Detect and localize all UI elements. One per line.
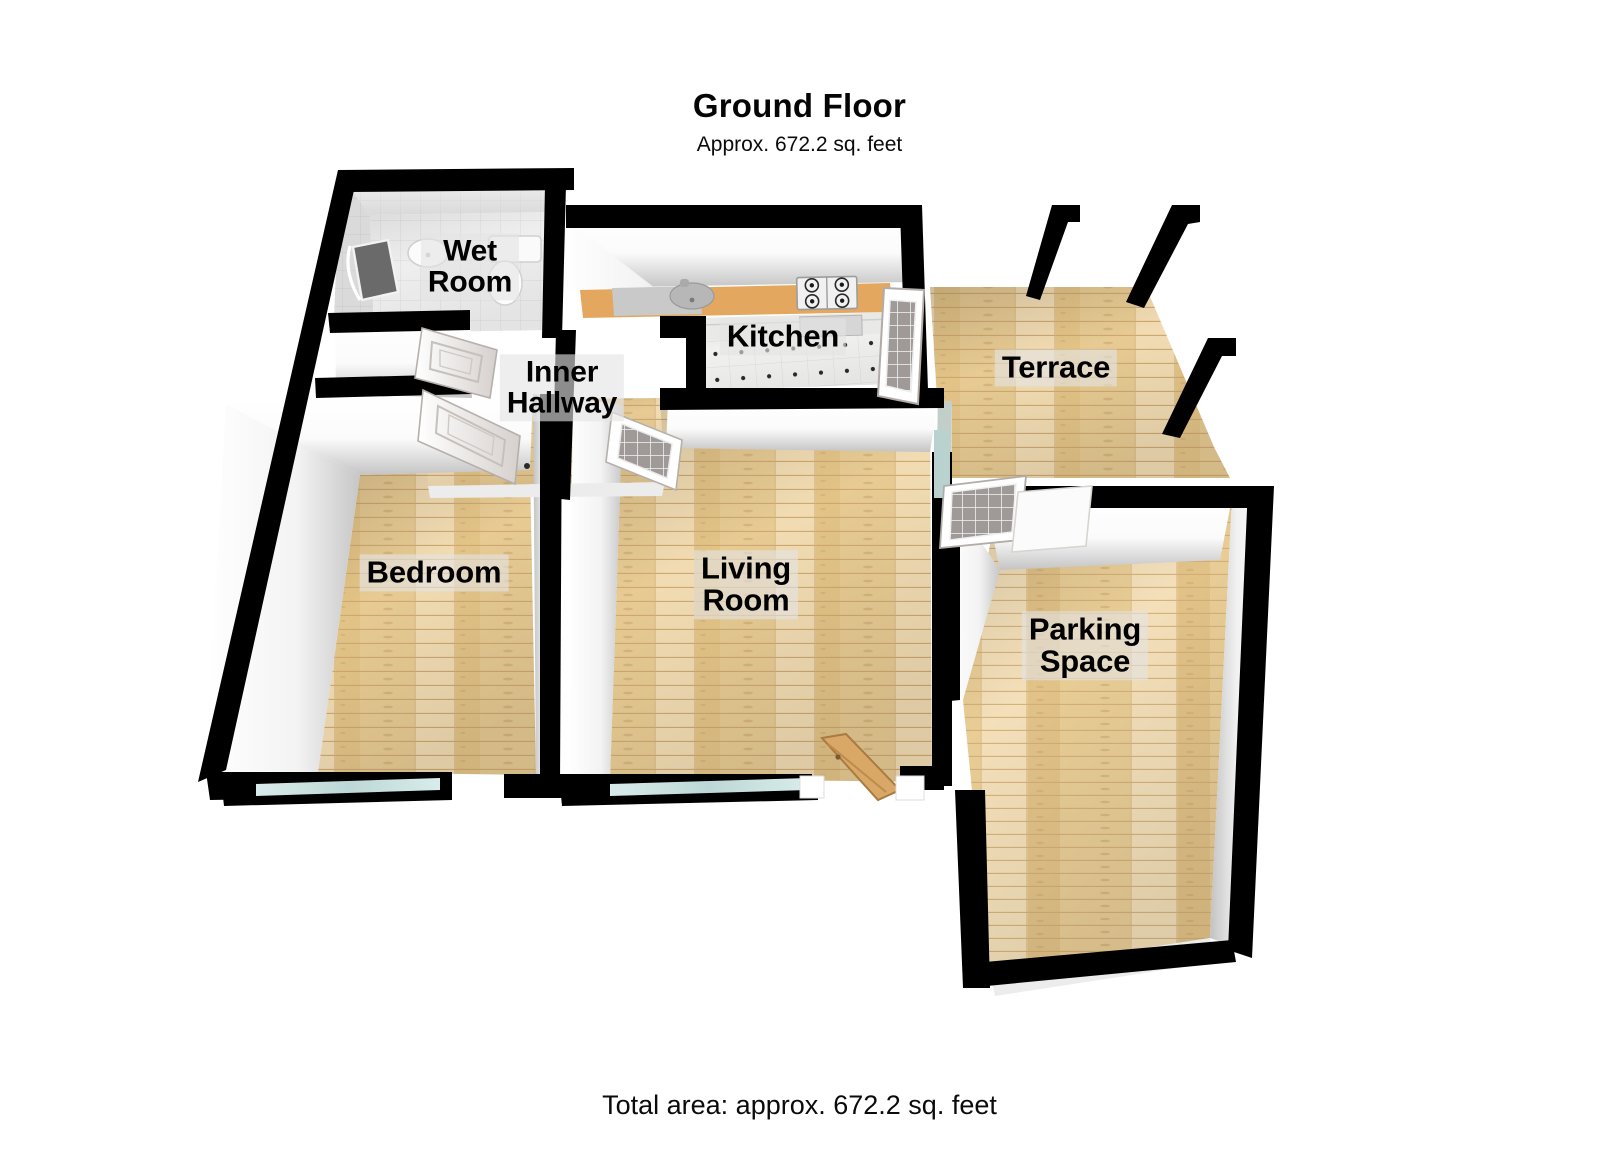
terrace-wall-post-3 (1162, 338, 1236, 438)
kitchen-tap (680, 279, 689, 287)
store-room-door[interactable] (417, 388, 530, 486)
kitchen-wall-top (560, 210, 920, 288)
windows-layer (256, 430, 950, 796)
floors-layer (318, 212, 1232, 972)
exterior-wall-top-left (338, 168, 574, 192)
parking-wall-left (948, 500, 1000, 700)
shower-rail (346, 245, 362, 301)
parking-wall-right-black (1228, 486, 1274, 958)
entrance-door-frame-right (895, 775, 925, 801)
entrance-door-frame-left (799, 775, 825, 799)
terrace-wall-post-2 (1126, 205, 1200, 308)
wet-room-door[interactable] (414, 326, 498, 400)
room-label-parking-space: Parking Space (1021, 611, 1149, 681)
room-label-kitchen: Kitchen (719, 318, 847, 356)
room-label-living-room: Living Room (693, 550, 799, 620)
interior-wall-wet-corridor (542, 185, 566, 338)
parking-wall-bottom-black (955, 790, 990, 988)
kitchen-sink (669, 282, 715, 310)
living-room-terrace-window (934, 430, 950, 498)
parking-wall-bottom-black-2 (963, 940, 1236, 988)
total-area-text: Total area: approx. 672.2 sq. feet (602, 1090, 997, 1120)
living-room-glazed-door[interactable] (605, 410, 683, 492)
bedroom-floor (318, 470, 536, 775)
kitchen-french-door[interactable] (876, 286, 926, 406)
exterior-wall-top-kitchen (566, 205, 922, 228)
interior-wall-wetroom-hall (328, 310, 470, 333)
room-label-terrace: Terrace (994, 349, 1118, 387)
exterior-wall-left (198, 170, 358, 782)
room-label-wet-room: Wet Room (420, 233, 520, 301)
shower-screen (351, 238, 400, 302)
kitchen-sink-drain (689, 297, 695, 303)
parking-glazed-door[interactable] (939, 474, 1028, 550)
bedroom-window (256, 778, 440, 796)
interior-wall-kitchen-left (686, 318, 706, 400)
interior-wall-bedroom-living (540, 394, 562, 784)
room-label-inner-hallway: Inner Hallway (499, 354, 625, 422)
living-wall-top-2 (666, 400, 938, 452)
terrace-wall-post-1 (1026, 205, 1080, 300)
doors-layer (414, 286, 1093, 802)
parking-floor (963, 487, 1232, 972)
parking-door-leaf[interactable] (1011, 485, 1093, 553)
interior-wall-living-top (660, 388, 944, 410)
kitchen-hob-burners (804, 276, 850, 310)
room-label-bedroom: Bedroom (359, 554, 509, 592)
living-room-window (610, 778, 808, 796)
